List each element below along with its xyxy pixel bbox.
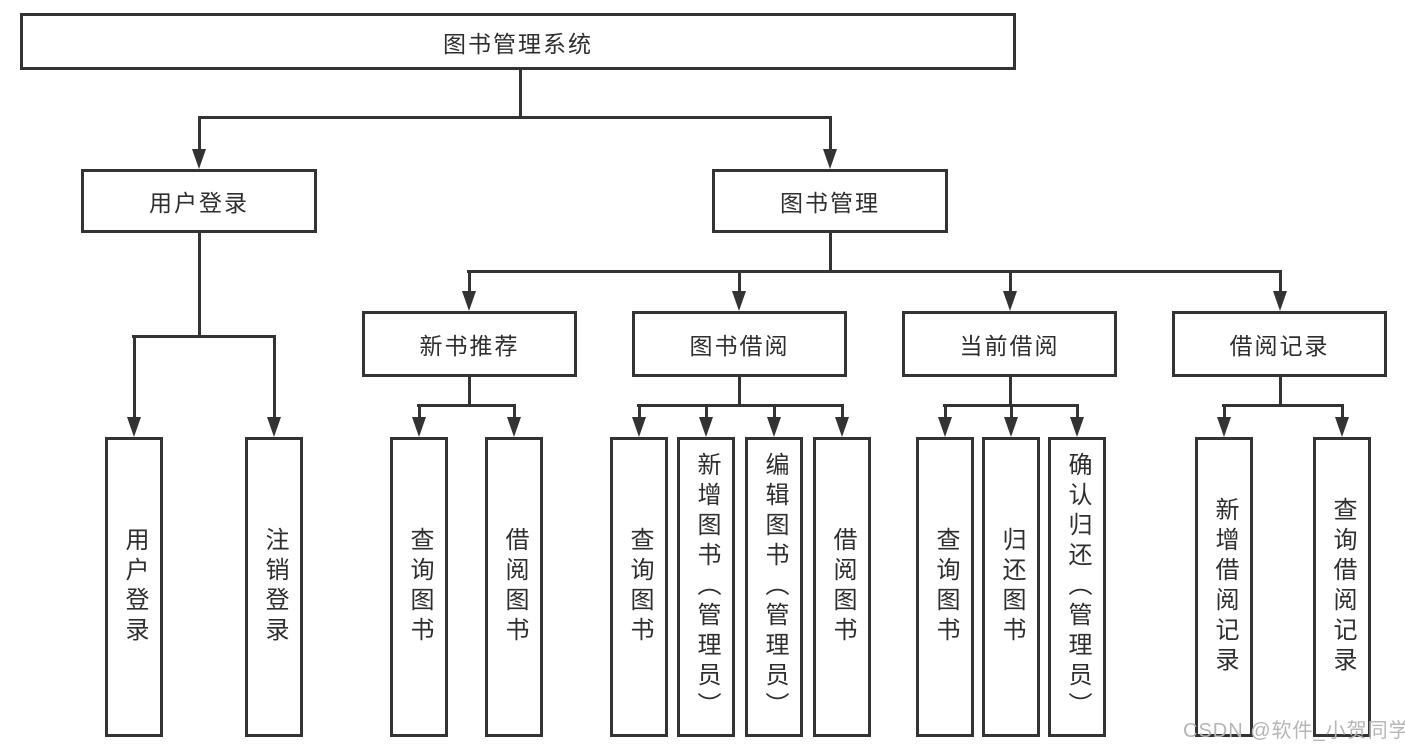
- arrow-down-icon: [192, 149, 206, 169]
- node-book-management-module: 图书管理: [712, 169, 948, 233]
- node-user-login-module: 用户登录: [81, 169, 317, 233]
- leaf-query-books-recommend: 查询图书: [390, 437, 448, 737]
- arrow-down-icon: [267, 417, 281, 437]
- connector-line: [198, 116, 201, 152]
- connector-line: [467, 270, 1281, 273]
- node-current-borrowing: 当前借阅: [902, 311, 1117, 377]
- connector-line: [1341, 404, 1344, 419]
- node-label: 新书推荐: [419, 333, 520, 359]
- node-label: 当前借阅: [959, 333, 1060, 359]
- connector-line: [418, 404, 421, 419]
- node-book-borrowing: 图书借阅: [632, 311, 847, 377]
- arrow-down-icon: [767, 417, 781, 437]
- connector-line: [513, 404, 516, 419]
- node-label: 查询图书: [932, 527, 959, 647]
- connector-line: [1010, 404, 1013, 419]
- leaf-user-login: 用户登录: [105, 437, 163, 737]
- arrow-down-icon: [835, 417, 849, 437]
- connector-line: [273, 335, 276, 419]
- leaf-add-borrow-record: 新增借阅记录: [1195, 437, 1253, 737]
- node-label: 图书管理系统: [443, 30, 593, 57]
- connector-line: [841, 404, 844, 419]
- connector-line: [468, 376, 471, 407]
- arrow-down-icon: [1217, 417, 1231, 437]
- node-label: 借阅图书: [501, 527, 528, 647]
- leaf-query-books-borrowing: 查询图书: [610, 437, 668, 737]
- csdn-watermark: CSDN @软件_小贺同学: [1183, 720, 1405, 742]
- connector-line: [944, 404, 947, 419]
- connector-line: [198, 116, 832, 119]
- arrow-down-icon: [127, 417, 141, 437]
- arrow-down-icon: [732, 291, 746, 311]
- node-label: 图书管理: [780, 190, 880, 216]
- node-label: 借阅记录: [1229, 333, 1330, 359]
- node-label: 新增图书（管理员）: [693, 452, 720, 722]
- arrow-down-icon: [507, 417, 521, 437]
- arrow-down-icon: [1070, 417, 1084, 437]
- arrow-down-icon: [938, 417, 952, 437]
- connector-line: [132, 335, 276, 338]
- node-label: 查询图书: [626, 527, 653, 647]
- node-label: 确认归还（管理员）: [1064, 452, 1091, 722]
- node-label: 注销登录: [261, 527, 288, 647]
- arrow-down-icon: [412, 417, 426, 437]
- node-new-book-recommend: 新书推荐: [362, 311, 577, 377]
- node-label: 编辑图书（管理员）: [761, 452, 788, 722]
- leaf-edit-book-admin: 编辑图书（管理员）: [745, 437, 803, 737]
- arrow-down-icon: [1004, 417, 1018, 437]
- arrow-down-icon: [632, 417, 646, 437]
- connector-line: [738, 270, 741, 294]
- arrow-down-icon: [462, 291, 476, 311]
- node-label: 查询图书: [406, 527, 433, 647]
- connector-line: [1009, 270, 1012, 294]
- leaf-query-books-current: 查询图书: [916, 437, 974, 737]
- node-label: 查询借阅记录: [1329, 497, 1356, 677]
- connector-line: [519, 69, 522, 117]
- leaf-borrow-books-borrowing: 借阅图书: [813, 437, 871, 737]
- node-label: 用户登录: [121, 527, 148, 647]
- arrow-down-icon: [1335, 417, 1349, 437]
- connector-line: [738, 376, 741, 407]
- leaf-borrow-books-recommend: 借阅图书: [485, 437, 543, 737]
- node-label: 用户登录: [149, 190, 249, 216]
- node-label: 归还图书: [998, 527, 1025, 647]
- node-label: 新增借阅记录: [1211, 497, 1238, 677]
- connector-line: [1222, 404, 1344, 407]
- arrow-down-icon: [699, 417, 713, 437]
- node-label: 借阅图书: [829, 527, 856, 647]
- connector-line: [705, 404, 708, 419]
- connector-line: [829, 116, 832, 152]
- connector-line: [1009, 376, 1012, 407]
- node-label: 图书借阅: [689, 333, 790, 359]
- leaf-return-book: 归还图书: [982, 437, 1040, 737]
- node-borrowing-records: 借阅记录: [1172, 311, 1387, 377]
- leaf-add-book-admin: 新增图书（管理员）: [677, 437, 735, 737]
- connector-line: [417, 404, 516, 407]
- connector-line: [638, 404, 641, 419]
- leaf-logout: 注销登录: [245, 437, 303, 737]
- connector-line: [133, 335, 136, 419]
- node-library-system: 图书管理系统: [20, 13, 1016, 70]
- connector-line: [637, 404, 844, 407]
- connector-line: [1223, 404, 1226, 419]
- leaf-confirm-return-admin: 确认归还（管理员）: [1048, 437, 1106, 737]
- arrow-down-icon: [1003, 291, 1017, 311]
- connector-line: [198, 232, 201, 336]
- arrow-down-icon: [823, 149, 837, 169]
- connector-line: [1076, 404, 1079, 419]
- connector-line: [1279, 376, 1282, 407]
- connector-line: [773, 404, 776, 419]
- connector-line: [829, 232, 832, 273]
- connector-line: [468, 270, 471, 294]
- arrow-down-icon: [1273, 291, 1287, 311]
- leaf-query-borrow-record: 查询借阅记录: [1313, 437, 1371, 737]
- connector-line: [1279, 270, 1282, 294]
